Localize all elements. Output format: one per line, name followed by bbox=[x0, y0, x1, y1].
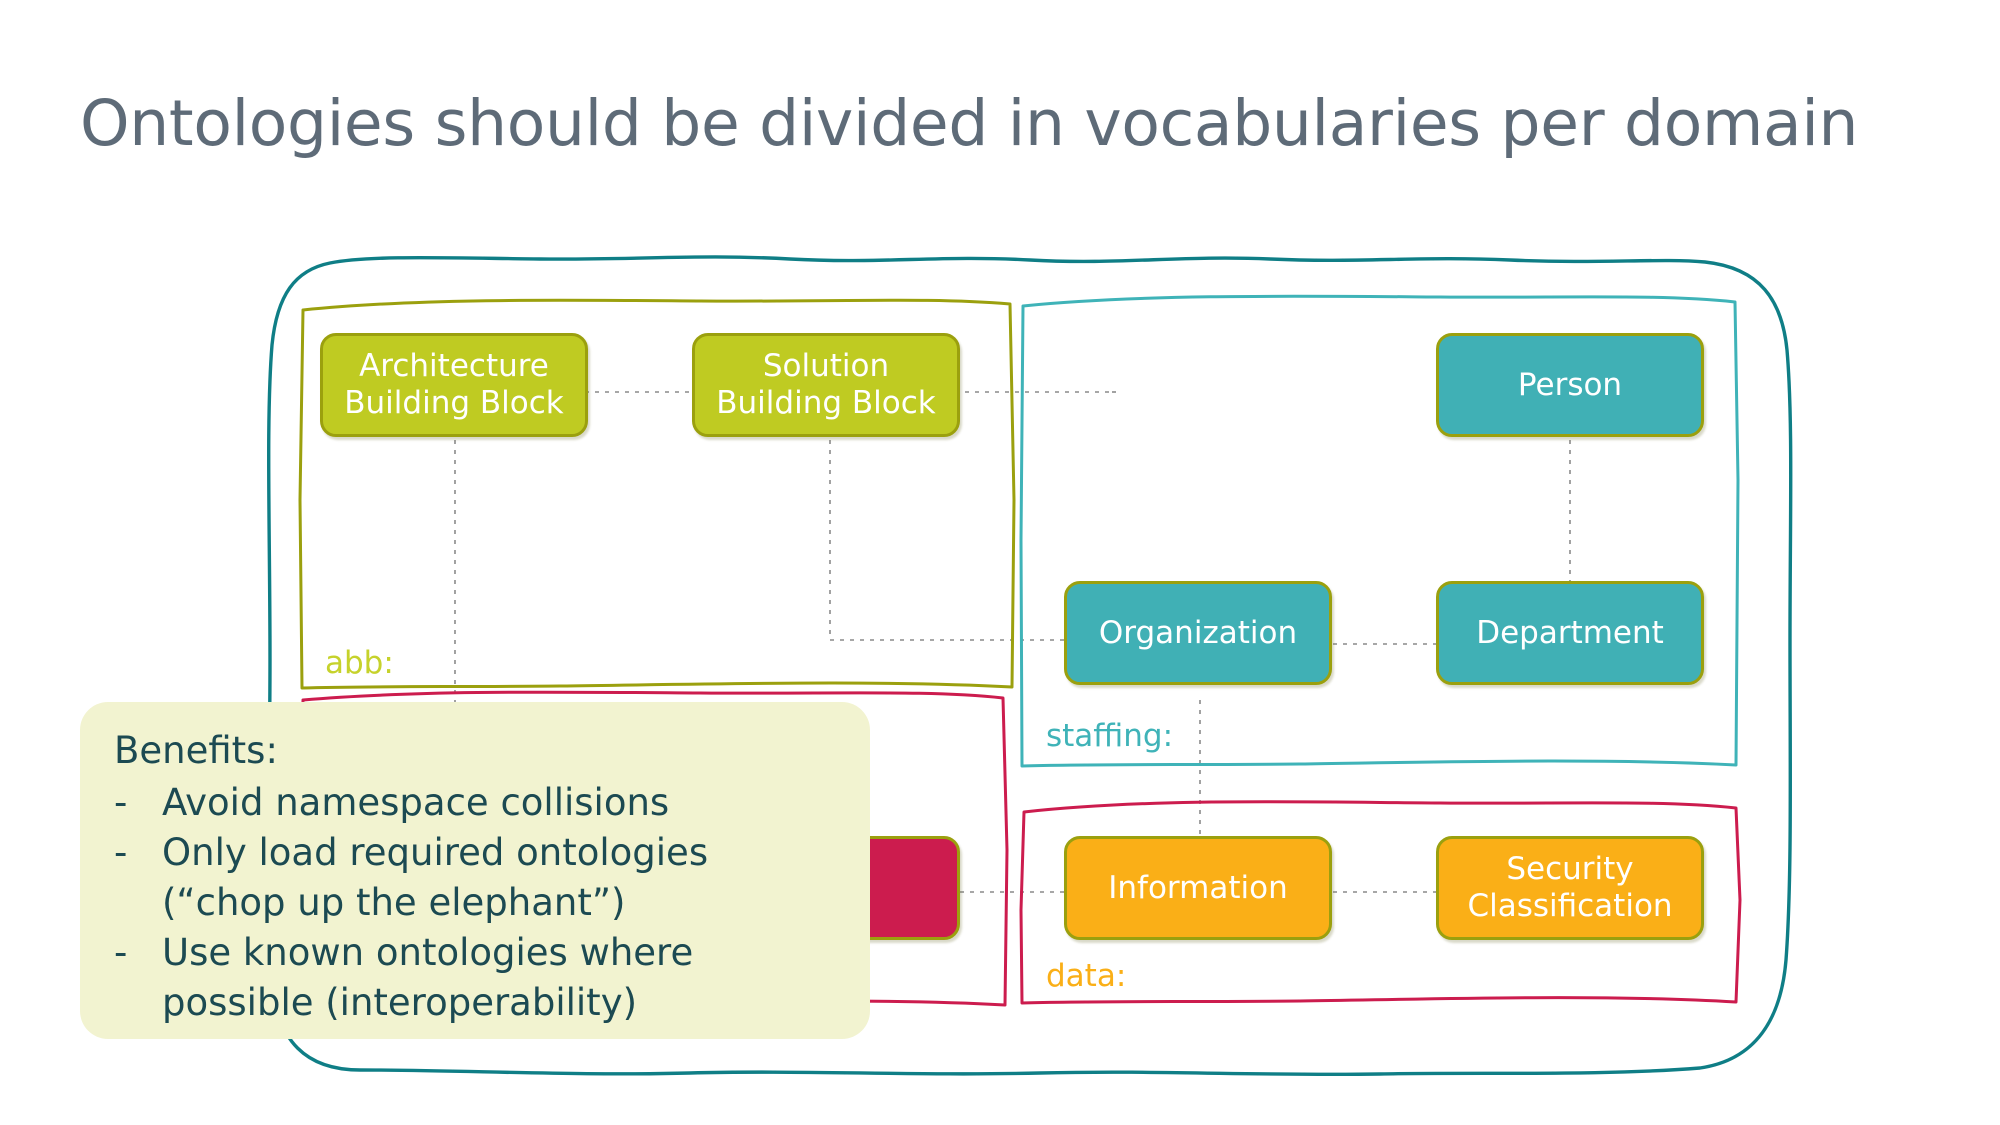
entity-solution-building-block[interactable]: Solution Building Block bbox=[692, 333, 960, 437]
bullet-marker: - bbox=[114, 781, 128, 824]
benefit-text: Use known ontologies where possible (int… bbox=[162, 931, 694, 1024]
entity-person[interactable]: Person bbox=[1436, 333, 1704, 437]
benefit-item: - Avoid namespace collisions bbox=[114, 778, 836, 828]
entity-label: Person bbox=[1517, 366, 1623, 403]
benefits-callout: Benefits: - Avoid namespace collisions -… bbox=[80, 702, 870, 1039]
benefit-text: Avoid namespace collisions bbox=[162, 781, 670, 824]
benefit-item: - Use known ontologies where possible (i… bbox=[114, 928, 836, 1028]
benefit-item: - Only load required ontologies (“chop u… bbox=[114, 828, 836, 928]
entity-label: Department bbox=[1476, 614, 1664, 651]
entity-department[interactable]: Department bbox=[1436, 581, 1704, 685]
entity-label: Security Classification bbox=[1467, 851, 1673, 924]
entity-security-classification[interactable]: Security Classification bbox=[1436, 836, 1704, 940]
entity-label: Information bbox=[1108, 869, 1288, 906]
page-title: Ontologies should be divided in vocabula… bbox=[80, 87, 1859, 160]
entity-label: Organization bbox=[1098, 614, 1298, 651]
benefits-heading: Benefits: bbox=[114, 729, 278, 772]
entity-organization[interactable]: Organization bbox=[1064, 581, 1332, 685]
namespace-label-staffing: staffing: bbox=[1046, 718, 1174, 754]
entity-label: Architecture Building Block bbox=[344, 348, 564, 421]
namespace-label-abb: abb: bbox=[325, 645, 394, 681]
namespace-label-data: data: bbox=[1046, 958, 1127, 994]
benefit-text: Only load required ontologies (“chop up … bbox=[162, 831, 709, 924]
bullet-marker: - bbox=[114, 831, 128, 874]
bullet-marker: - bbox=[114, 931, 128, 974]
entity-label: Solution Building Block bbox=[716, 348, 936, 421]
entity-architecture-building-block[interactable]: Architecture Building Block bbox=[320, 333, 588, 437]
entity-information[interactable]: Information bbox=[1064, 836, 1332, 940]
